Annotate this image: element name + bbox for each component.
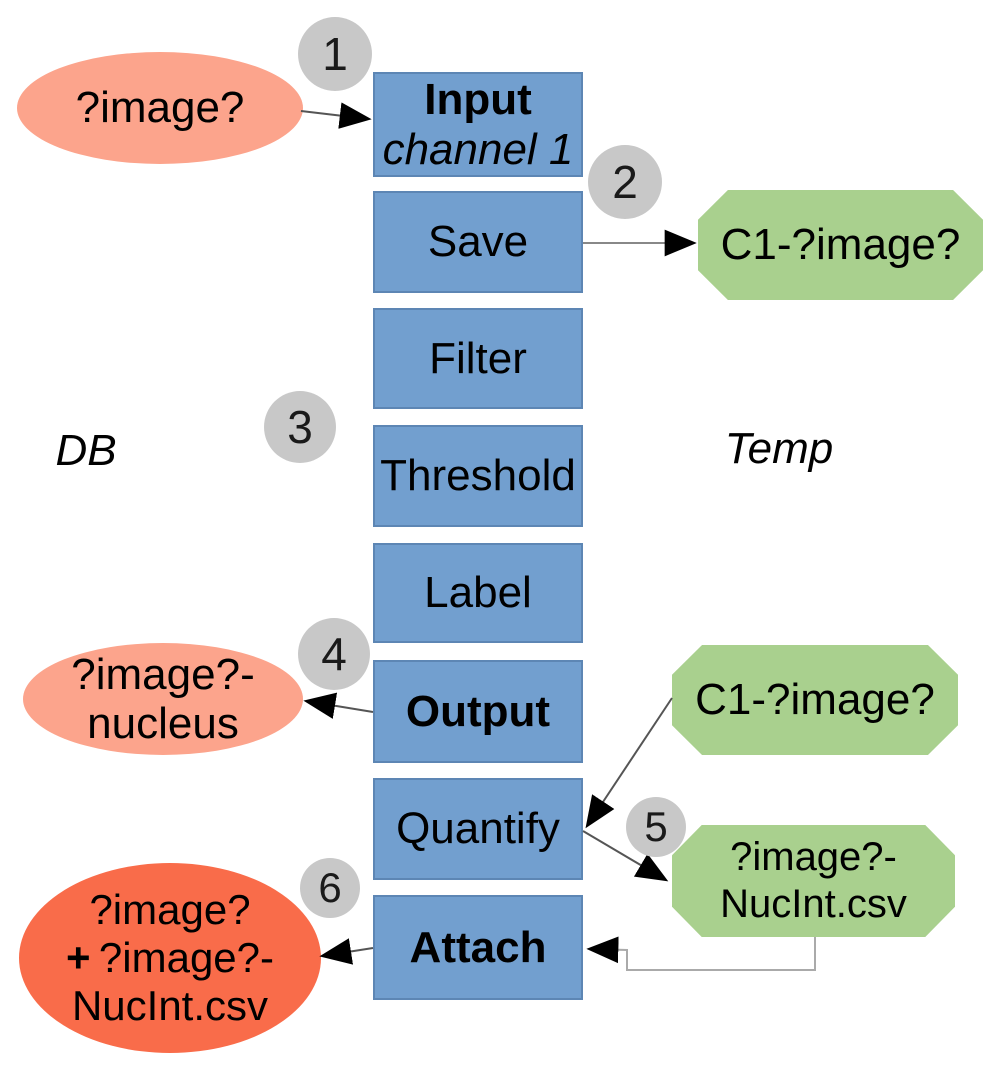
nucleus-output-line2: nucleus — [87, 699, 239, 748]
step-output: Output — [373, 660, 583, 763]
arrow-attach-to-result — [319, 938, 374, 965]
badge-step-6: 6 — [300, 858, 360, 918]
temp-node-c1-mid-label: C1-?image? — [695, 675, 935, 725]
step-label: Label — [373, 543, 583, 643]
step-quantify: Quantify — [373, 778, 583, 880]
zone-label-db: DB — [55, 426, 117, 475]
badge-step-2: 2 — [588, 145, 662, 219]
badge-step-4: 4 — [298, 618, 370, 690]
step-input-sublabel: channel 1 — [382, 124, 574, 174]
step-attach: Attach — [373, 895, 583, 1000]
step-input: Input channel 1 — [373, 72, 583, 177]
step-save: Save — [373, 191, 583, 293]
step-input-label: Input — [424, 75, 532, 125]
step-label-label: Label — [424, 568, 532, 618]
nucint-csv-line1: ?image?- — [730, 834, 897, 879]
plus-sign: + — [65, 934, 91, 982]
badge-step-5: 5 — [626, 797, 686, 857]
attach-result-line1: ?image? — [89, 886, 251, 934]
step-filter: Filter — [373, 308, 583, 409]
step-save-label: Save — [427, 217, 529, 267]
badge-step-3: 3 — [264, 391, 336, 463]
step-quantify-label: Quantify — [396, 804, 560, 854]
db-node-input-image: ?image? — [17, 52, 303, 164]
zone-label-temp: Temp — [724, 424, 834, 473]
step-threshold-label: Threshold — [380, 451, 576, 501]
db-node-nucleus-output: ?image?- nucleus — [23, 643, 303, 755]
step-filter-label: Filter — [429, 333, 527, 383]
temp-node-c1-image-top: C1-?image? — [698, 190, 983, 300]
temp-node-c1-top-label: C1-?image? — [720, 220, 961, 270]
step-output-label: Output — [405, 686, 551, 736]
badge-step-1: 1 — [298, 17, 372, 91]
attach-result-line2: +?image?- — [65, 934, 275, 982]
arrow-output-to-nucleus — [303, 692, 374, 719]
temp-node-c1-image-mid: C1-?image? — [672, 645, 958, 755]
attach-result-line3: NucInt.csv — [71, 981, 269, 1029]
db-node-input-image-label: ?image? — [75, 83, 245, 133]
step-attach-label: Attach — [409, 922, 547, 972]
temp-node-nucint-csv: ?image?- NucInt.csv — [672, 825, 955, 937]
arrow-image-to-input — [300, 102, 372, 129]
nucleus-output-line1: ?image?- — [71, 649, 255, 699]
nucint-csv-line2: NucInt.csv — [720, 882, 907, 926]
step-threshold: Threshold — [373, 425, 583, 527]
db-node-attach-result: ?image? +?image?- NucInt.csv — [19, 863, 321, 1053]
arrow-csv-to-attach — [586, 936, 816, 971]
